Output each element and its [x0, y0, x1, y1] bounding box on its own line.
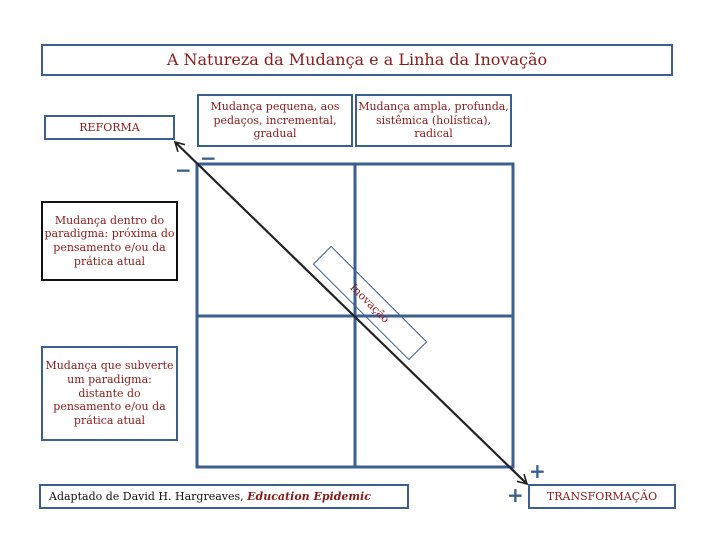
plus-sign-right: +	[529, 459, 546, 483]
plus-sign-bottom: +	[507, 483, 524, 507]
credit-work: Education Epidemic	[247, 489, 371, 503]
minus-sign-top: −	[200, 146, 217, 170]
row-header-within-paradigm: Mudança dentro do paradigma: próxima do …	[41, 201, 178, 281]
credit-prefix: Adaptado de David H. Hargreaves,	[49, 489, 248, 503]
transformacao-label: TRANSFORMAÇÃO	[528, 484, 676, 509]
column-header-small-change: Mudança pequena, aos pedaços, incrementa…	[197, 94, 353, 147]
innovation-arrow	[173, 140, 529, 486]
reforma-label: REFORMA	[44, 115, 175, 140]
row-header-subvert-paradigm: Mudança que subverte um paradigma: dista…	[41, 346, 178, 441]
credit-note: Adaptado de David H. Hargreaves, Educati…	[39, 484, 409, 509]
diagram-title: A Natureza da Mudança e a Linha da Inova…	[41, 44, 673, 76]
column-header-large-change: Mudança ampla, profunda, sistêmica (holí…	[355, 94, 512, 147]
minus-sign-left: −	[175, 158, 192, 182]
